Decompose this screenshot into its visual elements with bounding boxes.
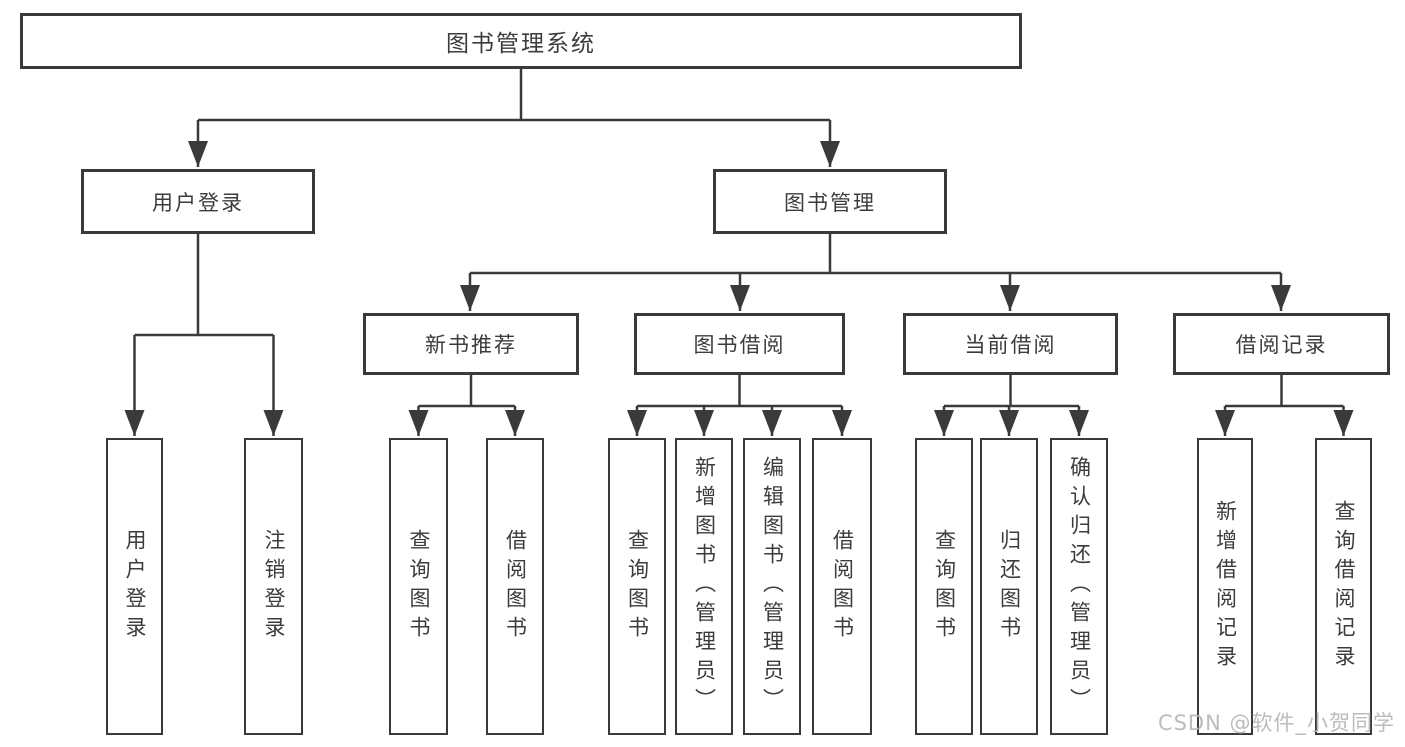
leaf-newbook-borrow-books: 借阅图书 — [486, 438, 544, 735]
node-borrow-records: 借阅记录 — [1173, 313, 1390, 375]
leaf-borrow-borrow-books: 借阅图书 — [812, 438, 872, 735]
leaf-current-query-books-label: 查询图书 — [932, 528, 957, 645]
leaf-records-add-record-label: 新增借阅记录 — [1213, 499, 1238, 674]
leaf-newbook-query-books: 查询图书 — [389, 438, 448, 735]
node-current-borrow-label: 当前借阅 — [964, 333, 1057, 357]
leaf-current-query-books: 查询图书 — [915, 438, 973, 735]
node-library-system-label: 图书管理系统 — [446, 31, 596, 57]
leaf-current-return-books: 归还图书 — [980, 438, 1038, 735]
connector-borrow-records-group — [1215, 375, 1354, 436]
connector-user-login-group — [124, 234, 284, 436]
leaf-current-confirm-return-admin-label: 确认归还（管理员） — [1067, 456, 1092, 717]
leaf-current-return-books-label: 归还图书 — [997, 528, 1022, 645]
node-library-system: 图书管理系统 — [20, 13, 1022, 69]
leaf-logout-label: 注销登录 — [262, 528, 286, 645]
node-borrow-records-label: 借阅记录 — [1235, 333, 1328, 357]
leaf-user-login: 用户登录 — [106, 438, 163, 735]
leaf-records-add-record: 新增借阅记录 — [1197, 438, 1253, 735]
leaf-borrow-borrow-books-label: 借阅图书 — [830, 528, 855, 645]
leaf-borrow-edit-books-admin-label: 编辑图书（管理员） — [760, 456, 785, 717]
csdn-watermark: CSDN @软件_小贺同学 — [1157, 711, 1395, 735]
node-user-login-label: 用户登录 — [152, 190, 244, 215]
node-new-book-recommend: 新书推荐 — [363, 313, 579, 375]
node-user-login: 用户登录 — [81, 169, 315, 234]
leaf-borrow-query-books-label: 查询图书 — [625, 528, 650, 645]
connector-book-mgmt-to-level3 — [460, 234, 1291, 311]
leaf-records-query-record-label: 查询借阅记录 — [1332, 499, 1356, 674]
node-current-borrow: 当前借阅 — [903, 313, 1118, 375]
leaf-borrow-edit-books-admin: 编辑图书（管理员） — [743, 438, 801, 735]
node-book-borrow: 图书借阅 — [634, 313, 845, 375]
connector-book-borrow-group — [627, 375, 852, 436]
leaf-logout: 注销登录 — [244, 438, 303, 735]
leaf-current-confirm-return-admin: 确认归还（管理员） — [1050, 438, 1108, 735]
leaf-borrow-add-books-admin: 新增图书（管理员） — [675, 438, 733, 735]
leaf-records-query-record: 查询借阅记录 — [1315, 438, 1372, 735]
connector-current-borrow-group — [934, 375, 1089, 436]
leaf-borrow-add-books-admin-label: 新增图书（管理员） — [692, 456, 717, 717]
leaf-borrow-query-books: 查询图书 — [608, 438, 666, 735]
leaf-newbook-query-books-label: 查询图书 — [407, 528, 431, 645]
node-book-management: 图书管理 — [713, 169, 947, 234]
node-new-book-recommend-label: 新书推荐 — [425, 333, 517, 357]
leaf-user-login-label: 用户登录 — [123, 528, 147, 645]
connector-root-to-level2 — [188, 68, 840, 167]
node-book-borrow-label: 图书借阅 — [693, 333, 786, 357]
leaf-newbook-borrow-books-label: 借阅图书 — [503, 528, 528, 645]
node-book-management-label: 图书管理 — [784, 190, 876, 215]
connector-new-book-group — [408, 375, 525, 436]
